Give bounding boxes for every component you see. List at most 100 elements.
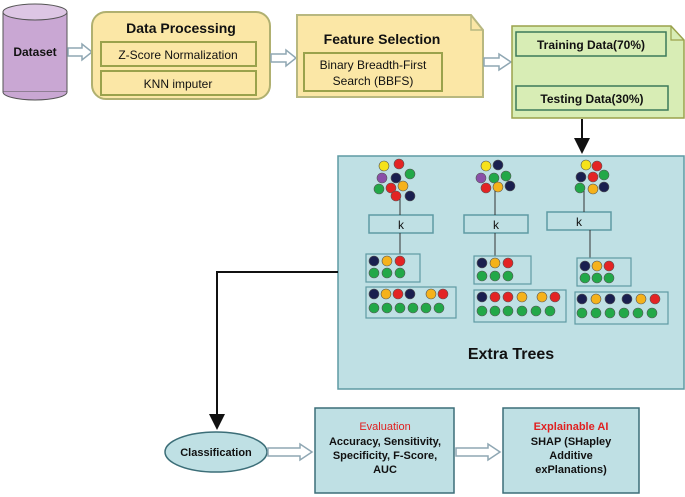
sample-dot [635, 293, 647, 305]
sample-dot [603, 272, 615, 284]
sample-dot [378, 160, 390, 172]
sample-dot [591, 160, 603, 172]
sample-dot [536, 291, 548, 303]
sample-dot [618, 307, 630, 319]
k-label: k [398, 218, 405, 232]
classification-label: Classification [180, 447, 252, 459]
sample-dot [502, 291, 514, 303]
sample-dot [580, 159, 592, 171]
sample-dot [502, 270, 514, 282]
sample-dot [381, 267, 393, 279]
sample-dot [476, 305, 488, 317]
sample-dot [381, 255, 393, 267]
sample-dot [492, 159, 504, 171]
sample-dot [390, 190, 402, 202]
sample-dot [404, 168, 416, 180]
processing-step-zscore: Z-Score Normalization [118, 48, 237, 62]
explainable-title: Explainable AI [534, 421, 609, 433]
evaluation-title: Evaluation [359, 421, 410, 433]
processing-title: Data Processing [126, 20, 236, 36]
sample-dot [604, 307, 616, 319]
connector-processing-feature [270, 48, 298, 68]
sample-dot [621, 293, 633, 305]
sample-dot [649, 293, 661, 305]
sample-dot [489, 305, 501, 317]
sample-dot [489, 257, 501, 269]
explainable-line3: exPlanations) [535, 464, 607, 476]
sample-dot [598, 181, 610, 193]
sample-dot [579, 272, 591, 284]
sample-dot [591, 260, 603, 272]
sample-dot [604, 293, 616, 305]
sample-dot [587, 183, 599, 195]
explainable-line1: SHAP (SHapley [531, 436, 612, 448]
explainable-line2: Additive [549, 450, 592, 462]
sample-dot [407, 302, 419, 314]
sample-dot [368, 267, 380, 279]
connector-classification-evaluation [267, 442, 314, 462]
sample-dot [587, 171, 599, 183]
sample-dot [488, 172, 500, 184]
sample-dot [480, 182, 492, 194]
sample-dot [632, 307, 644, 319]
sample-dot [549, 291, 561, 303]
sample-dot [646, 307, 658, 319]
data-split-node: Training Data(70%) Testing Data(30%) [511, 25, 685, 119]
k-box [463, 214, 529, 234]
feature-title: Feature Selection [324, 31, 441, 47]
sample-dot [575, 171, 587, 183]
sample-dot [502, 257, 514, 269]
dataset-node: Dataset [2, 3, 68, 101]
sample-dot [404, 190, 416, 202]
sample-dot [373, 183, 385, 195]
dataset-label: Dataset [13, 45, 56, 59]
sample-dot [476, 270, 488, 282]
sample-dot [385, 182, 397, 194]
testing-data-label: Testing Data(30%) [540, 92, 643, 106]
sample-dot [530, 305, 542, 317]
sample-dot [394, 267, 406, 279]
classification-node: Classification [164, 431, 268, 473]
connector-evaluation-explainable [455, 442, 502, 462]
sample-dot [516, 305, 528, 317]
explainable-ai-node: Explainable AI SHAP (SHapley Additive ex… [502, 407, 640, 494]
k-box [368, 214, 434, 234]
connector-feature-split [483, 52, 513, 72]
sample-dot [598, 169, 610, 181]
evaluation-node: Evaluation Accuracy, Sensitivity, Specif… [314, 407, 455, 494]
sample-dot [489, 270, 501, 282]
sample-dot [579, 260, 591, 272]
sample-dot [390, 172, 402, 184]
sample-dot [394, 255, 406, 267]
sample-dot [404, 288, 416, 300]
feature-method-line1: Binary Breadth-First [320, 58, 427, 72]
evaluation-metrics-line1: Accuracy, Sensitivity, [329, 436, 441, 448]
sample-dot [590, 293, 602, 305]
k-label: k [576, 215, 583, 229]
extra-trees-panel: Extra Trees k k k [337, 155, 685, 390]
data-processing-node: Data Processing Z-Score Normalization KN… [91, 11, 271, 100]
sample-dot [576, 293, 588, 305]
connector-dataset-processing [67, 42, 94, 62]
evaluation-metrics-line3: AUC [373, 464, 397, 476]
evaluation-metrics-line2: Specificity, F-Score, [333, 450, 437, 462]
sample-dot [492, 181, 504, 193]
sample-dot [476, 291, 488, 303]
sample-dot [603, 260, 615, 272]
sample-dot [576, 307, 588, 319]
sample-dot [380, 288, 392, 300]
sample-dot [504, 180, 516, 192]
processing-step-knn: KNN imputer [144, 77, 213, 91]
sample-dot [480, 160, 492, 172]
sample-dot [394, 302, 406, 314]
sample-dot [392, 288, 404, 300]
sample-dot [368, 288, 380, 300]
sample-dot [425, 288, 437, 300]
tree-sample-dots [368, 158, 661, 319]
feature-method-line2: Search (BBFS) [333, 74, 414, 88]
sample-dot [393, 158, 405, 170]
training-data-label: Training Data(70%) [537, 38, 645, 52]
sample-dot [376, 172, 388, 184]
feature-selection-node: Feature Selection Binary Breadth-First S… [296, 14, 484, 98]
